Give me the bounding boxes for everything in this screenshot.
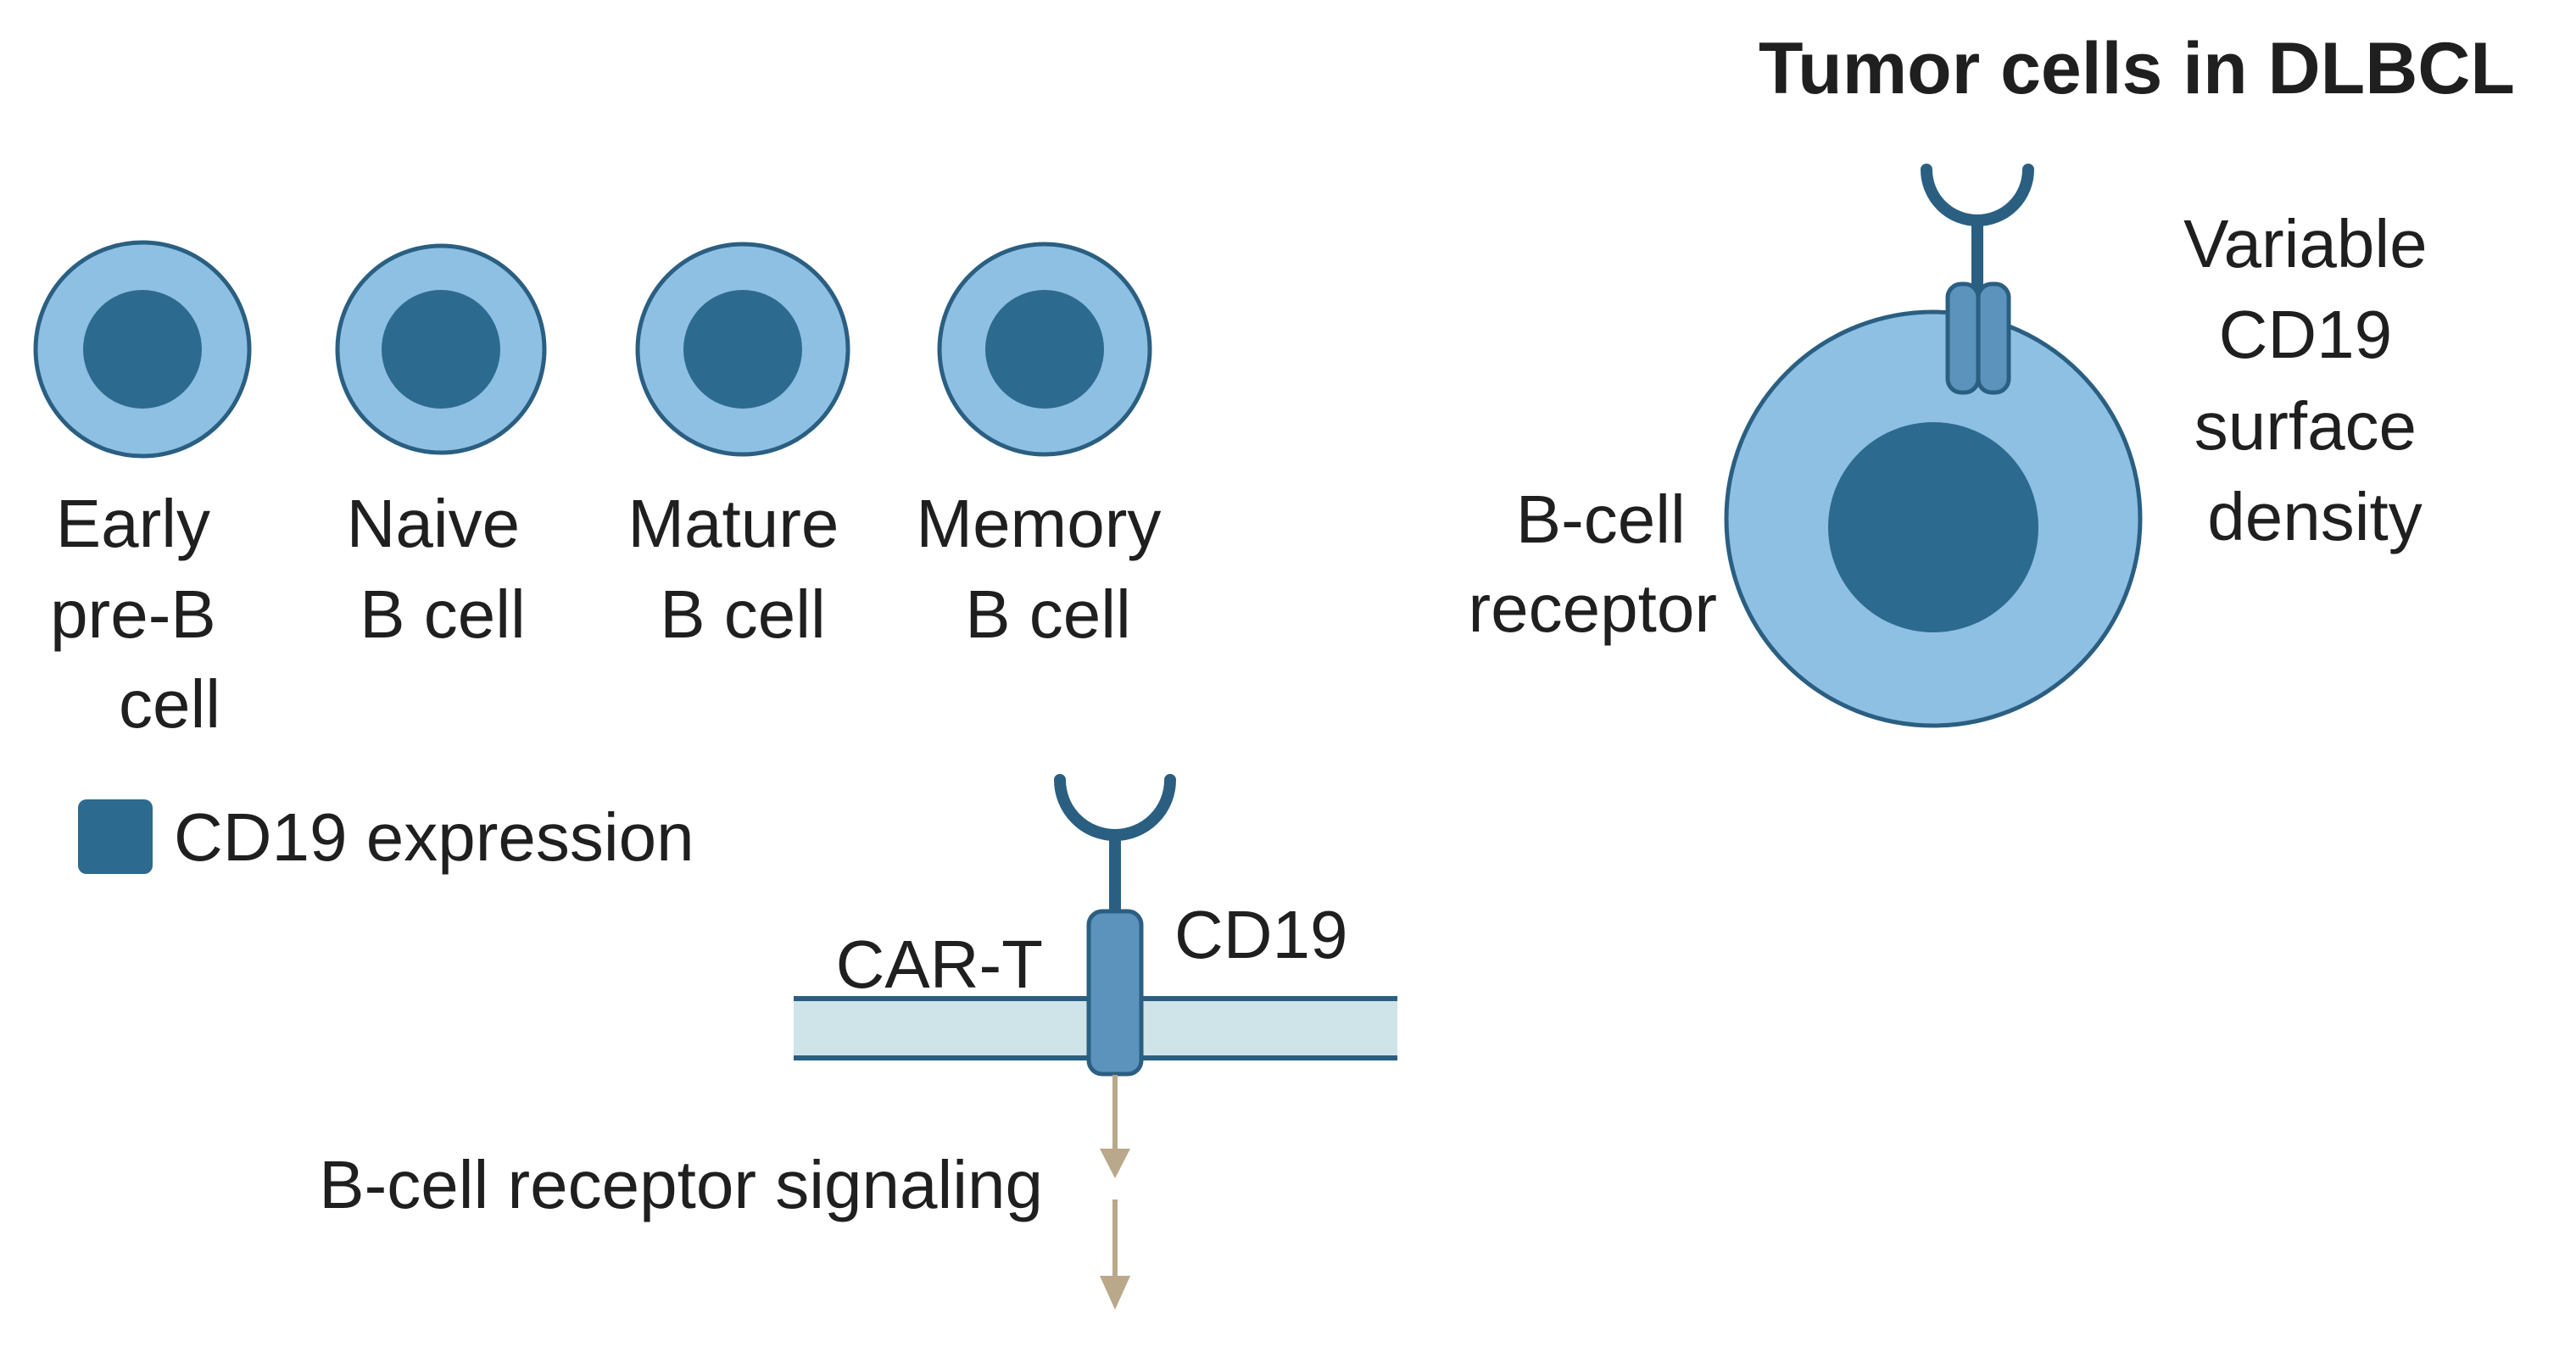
cd19-expression-swatch-icon — [78, 799, 153, 874]
legend-label: CD19 expression — [174, 799, 694, 875]
stage-label-line: Naive — [347, 486, 521, 561]
stage-early-pre-b-cell: Early pre-B cell — [33, 240, 252, 742]
stage-label: Early pre-B cell — [50, 486, 235, 742]
stage-label-line: pre-B — [50, 576, 216, 652]
b-cell-stages: Early pre-B cell Naive B cell Mature B c… — [33, 240, 1179, 742]
receptor-label-line: B-cell — [1516, 481, 1686, 557]
cell-nucleus — [683, 290, 802, 409]
tumor-cell: B-cell receptor Variable CD19 surface de… — [1469, 164, 2446, 728]
stage-mature-b-cell: Mature B cell — [627, 242, 857, 652]
stage-label: Mature B cell — [627, 486, 857, 652]
cell-nucleus — [83, 290, 202, 409]
stage-label-line: Early — [56, 486, 210, 561]
density-label-line: surface — [2194, 388, 2417, 464]
cell-nucleus — [382, 290, 500, 409]
car-t-label: CAR-T — [836, 927, 1043, 1002]
membrane-panel: CAR-T CD19 B-cell receptor signaling — [319, 774, 1397, 1310]
stage-memory-b-cell: Memory B cell — [916, 242, 1179, 652]
stage-label-line: cell — [119, 666, 220, 742]
density-label: Variable CD19 surface density — [2183, 206, 2446, 554]
stage-label-line: B cell — [660, 576, 826, 652]
stage-label-line: Memory — [916, 486, 1161, 561]
stage-label-line: B cell — [965, 576, 1131, 652]
density-label-line: density — [2207, 479, 2422, 554]
tumor-cell-nucleus — [1828, 422, 2038, 632]
stage-label: Memory B cell — [916, 486, 1179, 652]
b-cell-receptor-icon — [1921, 164, 2034, 395]
cell-nucleus — [985, 290, 1104, 409]
stage-label-line: Mature — [627, 486, 839, 561]
signaling-label: B-cell receptor signaling — [319, 1147, 1043, 1222]
density-label-line: CD19 — [2219, 297, 2393, 372]
density-label-line: Variable — [2183, 206, 2428, 281]
stage-label-line: B cell — [360, 576, 526, 652]
cd19-label: CD19 — [1174, 897, 1348, 972]
stage-label: Naive B cell — [347, 486, 539, 652]
signaling-arrow-icon — [1100, 1075, 1130, 1310]
stage-naive-b-cell: Naive B cell — [335, 243, 547, 652]
car-t-receptor-icon — [1054, 774, 1176, 1077]
receptor-label-line: receptor — [1469, 571, 1717, 646]
legend: CD19 expression — [78, 799, 694, 875]
receptor-label: B-cell receptor — [1469, 481, 1717, 646]
diagram-title: Tumor cells in DLBCL — [1759, 28, 2515, 109]
